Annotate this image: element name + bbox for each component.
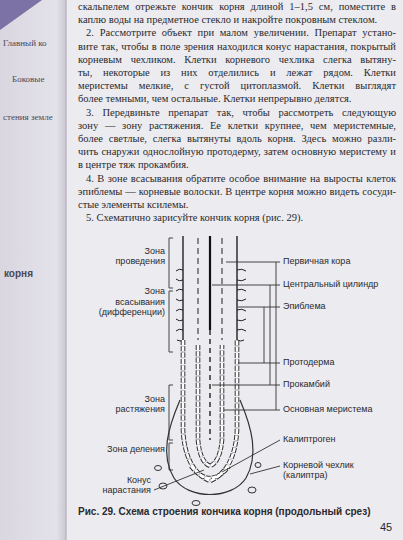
body-text-line: 5. Схематично зарисуйте кончик корня (ри… xyxy=(86,212,396,224)
body-text-line: меристемы мелкие, с густой цитоплазмой. … xyxy=(78,80,396,92)
book-edge xyxy=(0,0,42,30)
body-text-line: корневым чехликом. Клетки корневого чехл… xyxy=(78,54,396,66)
zone-label: Зона всасывания (дифференции) xyxy=(96,286,165,317)
page-number: 45 xyxy=(380,521,392,534)
body-text-line: стые элементы ксилемы. xyxy=(78,199,396,211)
body-text-line: зону — зону растяжения. Ее клетки крупне… xyxy=(78,120,396,132)
body-text-line: 3. Передвиньте препарат так, чтобы рассм… xyxy=(86,107,396,119)
margin-fragment: Главный ко xyxy=(3,38,47,48)
part-label: Протодерма xyxy=(282,357,400,367)
procambium-strand xyxy=(209,330,210,440)
body-text-line: вите так, чтобы в поле зрения находился … xyxy=(78,41,396,53)
gutter-line xyxy=(65,0,67,540)
margin-fragment: корня xyxy=(4,268,33,280)
central-cylinder xyxy=(209,236,211,330)
margin-fragment: Боковые xyxy=(12,74,44,84)
leader-lines xyxy=(212,262,280,474)
part-label: Основная меристема xyxy=(282,404,400,414)
part-label: Калиптроген xyxy=(282,434,400,444)
part-label: Корневой чехлик (калиптра) xyxy=(282,460,400,481)
body-text-line: ты, некоторые из них отделились и лежат … xyxy=(78,67,396,79)
figure-caption: Рис. 29. Схема строения кончика корня (п… xyxy=(78,506,371,518)
body-text-line: 2. Рассмотрите объект при малом увеличен… xyxy=(86,27,396,39)
part-label: Центральный цилиндр xyxy=(282,279,400,289)
epiblema-wall xyxy=(183,236,237,340)
zone-label: Зона проведения xyxy=(100,246,165,267)
body-text-line: чить снаружи однослойную протодерму, зат… xyxy=(78,146,396,158)
facing-page xyxy=(0,0,66,540)
margin-fragment: стения земле xyxy=(3,112,53,122)
body-text-line: каплю воды на предметное стекло и накрой… xyxy=(78,14,396,26)
detached-cells xyxy=(155,463,262,506)
cell-rows xyxy=(183,340,237,481)
zone-label: Конус нарастания xyxy=(88,475,151,496)
body-text-line: эпиблемы — корневые волоски. В центре ко… xyxy=(78,186,396,198)
body-text-line: скальпелем отрежьте кончик корня длиной … xyxy=(78,1,396,13)
part-label: Прокамбий xyxy=(282,379,400,389)
zone-label: Зона растяжения xyxy=(100,394,165,415)
body-text-line: 4. В зоне всасывания обратите особое вни… xyxy=(86,173,396,185)
body-text-line: в центре тяж прокамбия. xyxy=(78,159,396,171)
part-label: Эпиблема xyxy=(282,301,400,311)
zone-label: Зона деления xyxy=(100,444,165,454)
body-text-line: более светлые, слегка вытянуты вдоль кор… xyxy=(78,133,396,145)
part-label: Первичная кора xyxy=(282,256,400,266)
body-text-line: более темными, чем остальные. Клетки неп… xyxy=(78,93,396,105)
